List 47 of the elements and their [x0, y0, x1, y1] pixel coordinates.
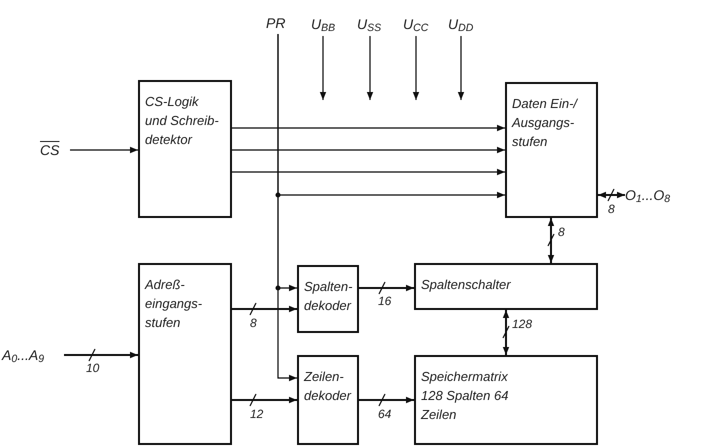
signal-name: O$_{1}$...O$_{8}$ [625, 186, 670, 206]
arrow [232, 306, 297, 312]
signal-name: U$_{CC}$ [403, 14, 428, 34]
arrow [548, 218, 554, 263]
arrow [412, 36, 420, 100]
arrow [232, 168, 505, 176]
block-label: Spaltenschalter [420, 276, 512, 294]
bus-width-label: 10 [86, 362, 100, 374]
signal-name: U$_{SS}$ [357, 14, 382, 34]
arrow [366, 36, 374, 100]
block-label: Daten Ein-/ Ausgangs- stufen [510, 95, 579, 151]
logic-block [138, 80, 232, 218]
arrow [359, 284, 414, 292]
signal-name: CS [40, 140, 60, 160]
arrow [277, 34, 297, 382]
arrow [232, 146, 505, 154]
block-label: Speichermatrix 128 Spalten 64 Zeilen [420, 368, 510, 424]
arrow [502, 310, 510, 355]
bus-width-label: 8 [250, 317, 257, 329]
arrow [359, 396, 414, 404]
arrow [320, 36, 326, 100]
arrow [64, 352, 138, 358]
bus-width-label: 64 [378, 408, 392, 420]
switch-block [414, 263, 598, 310]
block-label: CS-Logik und Schreib- detektor [144, 93, 220, 149]
bus-width-label: 8 [558, 226, 565, 238]
signal-name: A$_{0}$...A$_{9}$ [2, 346, 44, 366]
bus-width-label: 12 [250, 408, 264, 420]
bus-width-label: 128 [512, 318, 532, 330]
block-label: Adreß- eingangs- stufen [144, 276, 204, 332]
address-block [138, 263, 232, 445]
arrow [598, 192, 625, 198]
bus-width-label: 8 [608, 203, 615, 215]
decoder-block [297, 355, 359, 445]
memory-matrix-block [414, 355, 598, 445]
block-label: Spalten- dekoder [303, 278, 354, 315]
bus-width-label: 16 [378, 295, 392, 307]
arrow [232, 124, 505, 132]
decoder-block [297, 265, 359, 333]
signal-name: U$_{BB}$ [311, 14, 336, 34]
data-io-block [505, 82, 598, 218]
arrow [70, 146, 138, 154]
signal-name: PR [266, 14, 286, 32]
arrow [232, 396, 297, 404]
arrow [458, 36, 464, 100]
block-label: Zeilen- dekoder [302, 368, 352, 405]
signal-name: U$_{DD}$ [448, 14, 474, 34]
